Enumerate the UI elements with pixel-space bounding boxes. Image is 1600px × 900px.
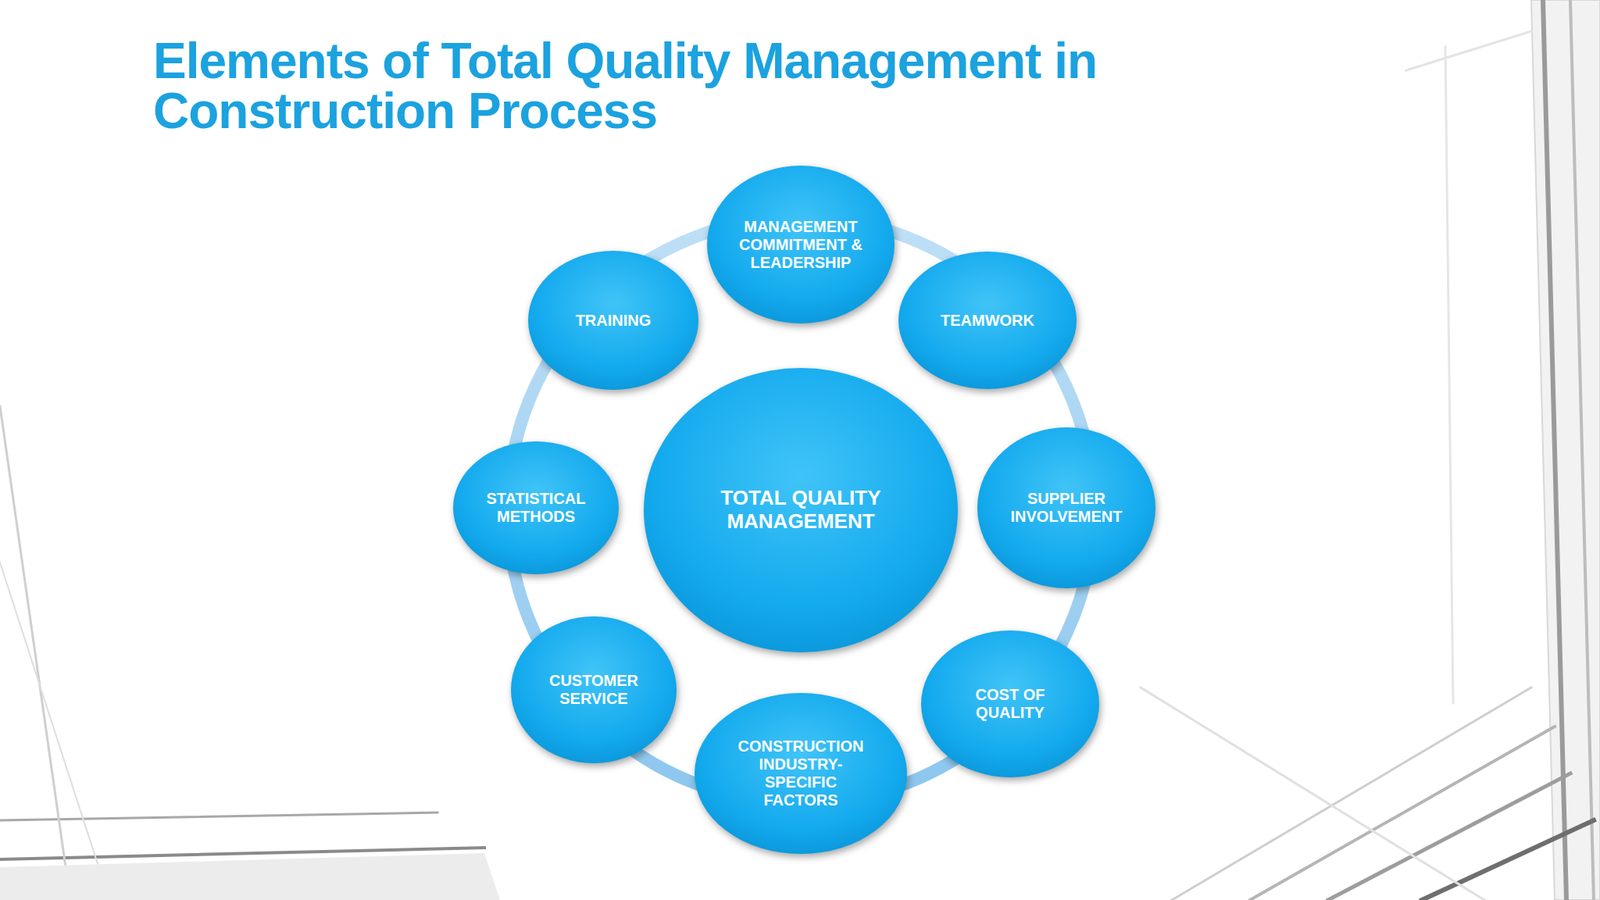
- bubble-label: TEAMWORK: [940, 311, 1035, 330]
- text-holder: TOTAL QUALITY MANAGEMENT: [695, 486, 907, 534]
- text-holder: CUSTOMER SERVICE: [531, 671, 657, 708]
- bubble-label: TOTAL QUALITY MANAGEMENT: [695, 486, 907, 534]
- core-circle: TOTAL QUALITY MANAGEMENT: [642, 367, 959, 654]
- text-holder: CONSTRUCTION INDUSTRY- SPECIFIC FACTORS: [726, 737, 875, 810]
- element-bubble: CONSTRUCTION INDUSTRY- SPECIFIC FACTORS: [693, 692, 908, 855]
- bubble-label: SUPPLIER INVOLVEMENT: [994, 489, 1140, 526]
- text-holder: MANAGEMENT COMMITMENT & LEADERSHIP: [726, 217, 875, 272]
- slide-title: Elements of Total Quality Management in …: [153, 35, 1325, 136]
- text-holder: STATISTICAL METHODS: [469, 489, 603, 526]
- bubble-label: TRAINING: [575, 311, 652, 330]
- bubble-fill: [921, 630, 1100, 778]
- bubble-fill: [510, 616, 677, 764]
- bubble-label: COST OF QUALITY: [951, 685, 1069, 722]
- bubble-label: CUSTOMER SERVICE: [531, 671, 657, 708]
- bubble-fill: [528, 250, 699, 390]
- bubble-label: MANAGEMENT COMMITMENT & LEADERSHIP: [726, 217, 875, 272]
- bubble-label: CONSTRUCTION INDUSTRY- SPECIFIC FACTORS: [726, 737, 875, 810]
- bubble-label: STATISTICAL METHODS: [469, 489, 603, 526]
- element-bubble: TRAINING: [527, 250, 700, 391]
- element-bubble: MANAGEMENT COMMITMENT & LEADERSHIP: [706, 164, 896, 325]
- bubble-fill: [707, 165, 895, 324]
- element-bubble: TEAMWORK: [897, 250, 1078, 390]
- element-bubble: SUPPLIER INVOLVEMENT: [976, 426, 1157, 590]
- bubble-fill: [694, 692, 908, 854]
- bubble-fill: [977, 427, 1156, 589]
- text-holder: TEAMWORK: [940, 311, 1035, 330]
- text-holder: SUPPLIER INVOLVEMENT: [994, 489, 1140, 526]
- element-bubble: COST OF QUALITY: [920, 629, 1100, 779]
- text-holder: COST OF QUALITY: [951, 685, 1069, 722]
- bubble-fill: [643, 367, 958, 653]
- bubble-fill: [453, 441, 619, 575]
- text-holder: TRAINING: [575, 311, 652, 330]
- element-bubble: STATISTICAL METHODS: [452, 440, 620, 575]
- element-bubble: CUSTOMER SERVICE: [510, 615, 678, 765]
- bubble-fill: [898, 251, 1077, 390]
